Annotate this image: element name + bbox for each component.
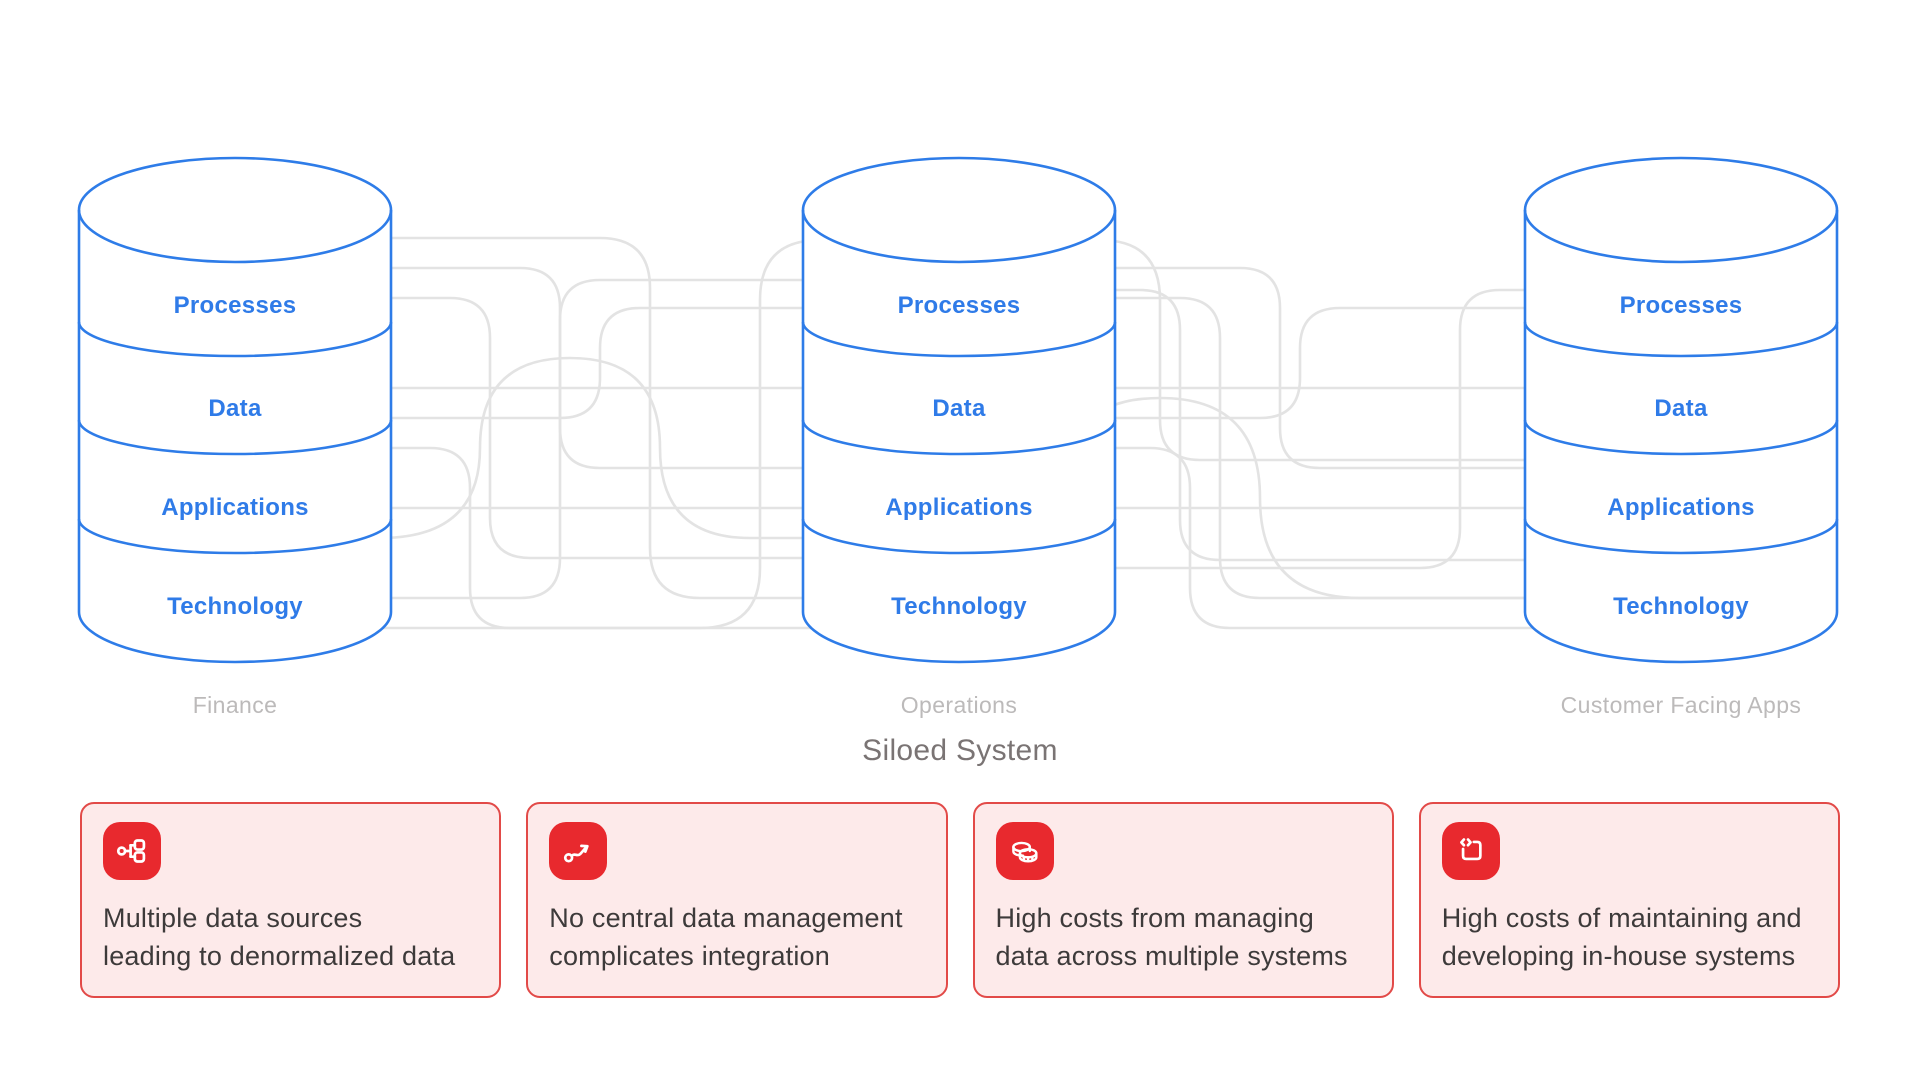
segment-label: Data: [208, 395, 262, 422]
issue-card-text: No central data management complicates i…: [549, 899, 923, 975]
diagram-title: Siloed System: [862, 734, 1058, 767]
tree-structure-icon: [103, 822, 161, 880]
segment-label: Applications: [161, 494, 309, 521]
code-square-icon: [1441, 822, 1500, 880]
segment-label: Technology: [891, 593, 1027, 620]
connector-line: [318, 306, 1002, 420]
connector-line: [233, 446, 1002, 630]
issue-card-line: leading to denormalized data: [103, 941, 456, 971]
cylinder-top-rim: [77, 209, 393, 264]
issue-card-line: complicates integration: [549, 941, 830, 971]
cylinder-top-rim: [1523, 209, 1839, 264]
segment-label: Applications: [885, 494, 1033, 521]
segment-divider: [77, 518, 393, 555]
segment-label: Applications: [1607, 494, 1755, 521]
segment-divider: [77, 419, 393, 456]
segment-label: Data: [1654, 395, 1708, 422]
issue-card-line: High costs of maintaining and: [1441, 903, 1802, 933]
silo-name: Operations: [901, 692, 1018, 718]
segment-label: Processes: [1620, 292, 1743, 319]
issue-card-high-costs-inhouse: High costs of maintaining and developing…: [1418, 802, 1840, 998]
diagram-canvas: Processes Data Applications Technology F…: [77, 156, 1839, 767]
segment-divider: [801, 321, 1117, 358]
issue-card-central-management: No central data management complicates i…: [526, 802, 948, 998]
segment-divider: [801, 518, 1117, 555]
connector-line: [378, 356, 962, 540]
connector-line: [318, 236, 962, 600]
connector-lines: [233, 236, 1752, 630]
issue-card-line: High costs from managing: [995, 903, 1314, 933]
silo-name: Finance: [193, 692, 278, 718]
silo-operations: Processes Data Applications Technology O…: [801, 156, 1117, 718]
issue-card-data-sources: Multiple data sources leading to denorma…: [80, 802, 502, 998]
connector-line: [998, 306, 1652, 420]
silo-customer-facing-apps: Processes Data Applications Technology C…: [1523, 156, 1839, 718]
cylinder-body: [77, 156, 393, 664]
segment-label: Data: [932, 395, 986, 422]
connector-line: [898, 266, 1652, 470]
issue-card-line: Multiple data sources: [103, 903, 363, 933]
silo-finance: Processes Data Applications Technology F…: [77, 156, 393, 718]
issue-card-text: Multiple data sources leading to denorma…: [103, 899, 477, 975]
issue-card-line: developing in-house systems: [1441, 941, 1796, 971]
segment-label: Technology: [167, 593, 303, 620]
connector-line: [318, 278, 962, 600]
connector-line: [998, 288, 1652, 570]
issue-card-text: High costs from managing data across mul…: [996, 899, 1370, 975]
segment-divider: [77, 321, 393, 358]
cylinder-body: [801, 156, 1117, 664]
trend-arrow-icon: [549, 822, 608, 880]
issue-cards-row: Multiple data sources leading to denorma…: [80, 802, 1840, 998]
coins-icon: [995, 822, 1054, 880]
issue-card-text: High costs of maintaining and developing…: [1442, 899, 1816, 975]
segment-label: Processes: [898, 292, 1021, 319]
cylinder-body: [1523, 156, 1839, 664]
cylinder-top-rim: [801, 209, 1117, 264]
silo-name: Customer Facing Apps: [1561, 692, 1802, 718]
issue-card-line: No central data management: [549, 903, 903, 933]
segment-divider: [1523, 321, 1839, 358]
connector-line: [998, 296, 1652, 600]
issue-card-high-costs-managing: High costs from managing data across mul…: [972, 802, 1394, 998]
segment-divider: [1523, 518, 1839, 555]
segment-divider: [801, 419, 1117, 456]
segment-label: Technology: [1613, 593, 1749, 620]
connector-line: [898, 446, 1652, 630]
segment-label: Processes: [174, 292, 297, 319]
segment-divider: [1523, 419, 1839, 456]
issue-card-line: data across multiple systems: [995, 941, 1348, 971]
